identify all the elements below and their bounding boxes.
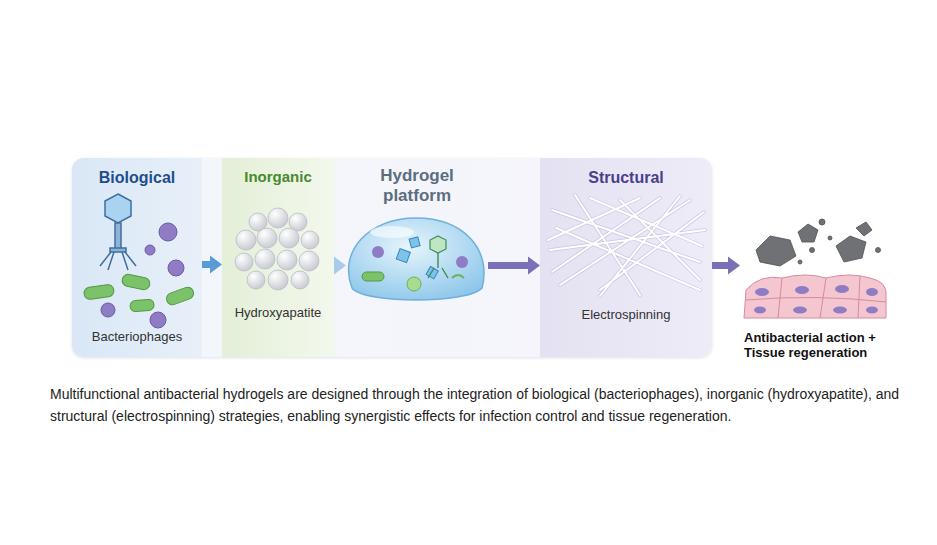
flow-arrow <box>488 257 540 275</box>
bacteria-debris <box>756 219 881 266</box>
node-label: Hydroxyapatite <box>225 305 331 321</box>
arrow-head <box>334 257 346 275</box>
flow-arrow <box>202 256 222 274</box>
flow-arrow <box>334 257 346 275</box>
section-heading: Biological <box>76 168 198 187</box>
hydroxyapatite-icon <box>235 208 319 290</box>
node-label: Hydrogel platform <box>350 166 484 207</box>
stage-panel: StructuralElectrospinning <box>540 158 712 357</box>
phage-icon <box>100 194 136 270</box>
arrow-head <box>528 257 540 275</box>
stage-panel: BiologicalBacteriophages <box>72 158 202 357</box>
arrow-head <box>210 256 222 274</box>
section-heading: Structural <box>544 168 708 187</box>
electrospun-fibers <box>548 195 705 296</box>
hydrogel-blob <box>349 218 484 300</box>
stage-panel: Hydrogel platform <box>346 160 488 357</box>
stage-panel: InorganicHydroxyapatite <box>222 158 334 357</box>
figure-caption: Multifunctional antibacterial hydrogels … <box>50 383 900 428</box>
stage-panel: Antibacterial action + Tissue regenerati… <box>740 160 892 365</box>
node-label: Electrospinning <box>544 307 708 323</box>
bacteria-icon <box>83 273 195 312</box>
section-heading: Inorganic <box>225 168 331 186</box>
flow-arrow <box>712 257 740 275</box>
node-label: Bacteriophages <box>76 329 198 345</box>
tissue-cells <box>744 275 886 318</box>
arrow-head <box>728 257 740 275</box>
node-label: Antibacterial action + Tissue regenerati… <box>744 330 890 361</box>
